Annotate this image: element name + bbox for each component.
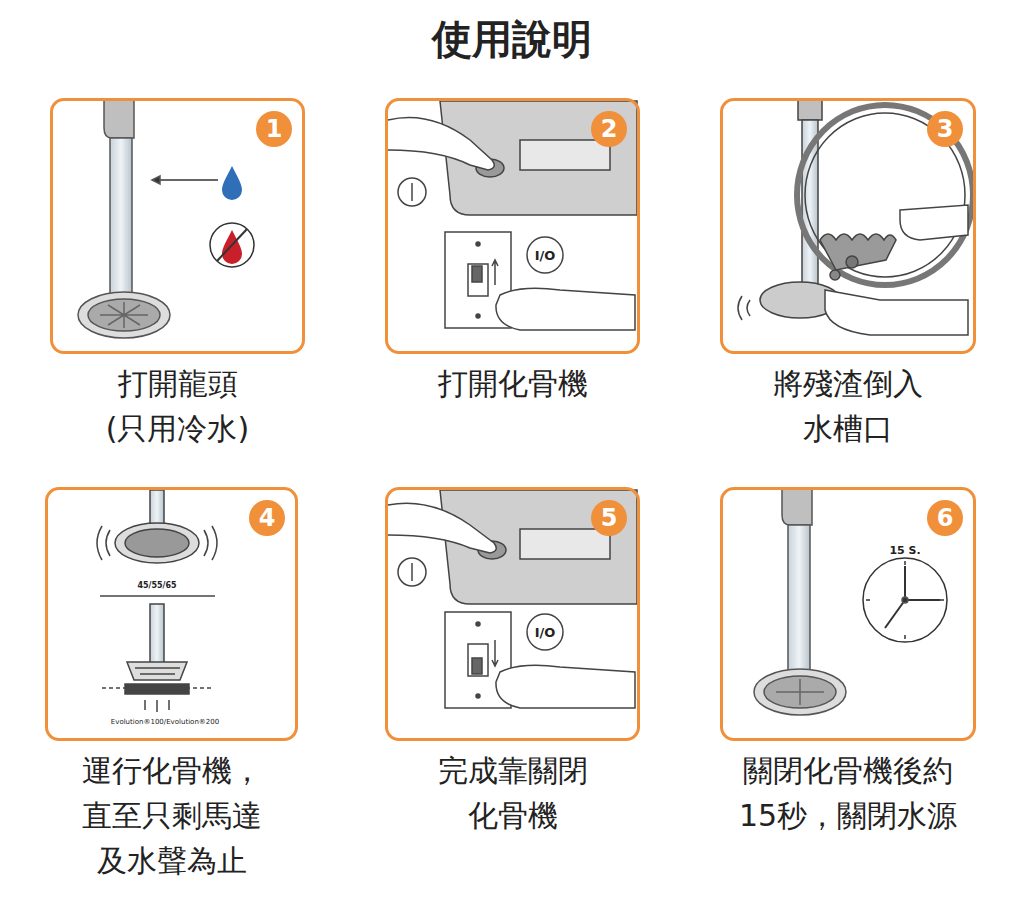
step-panel: 將殘渣倒入 水槽口3 <box>720 98 976 354</box>
switch-off <box>388 490 637 708</box>
page-title: 使用說明 <box>0 12 1024 67</box>
step-number: 4 <box>249 500 285 536</box>
step-number: 6 <box>927 500 963 536</box>
step-caption: 打開龍頭 (只用冷水) <box>73 361 283 451</box>
step-number: 2 <box>591 111 627 147</box>
illustration-label: I/O <box>535 248 556 263</box>
step-caption: 將殘渣倒入 水槽口 <box>753 361 943 451</box>
faucet-water <box>78 101 254 338</box>
scraping-waste <box>738 101 973 335</box>
step-panel: 關閉化骨機後約 15秒，關閉水源6 <box>720 487 976 741</box>
step-caption: 完成靠關閉 化骨機 <box>425 748 600 838</box>
illustration-label: 45/55/65 <box>137 581 176 590</box>
running-disposer <box>97 490 217 712</box>
step-number: 5 <box>591 500 627 536</box>
step-caption: 打開化骨機 <box>413 361 613 406</box>
faucet-clock <box>754 490 947 715</box>
step-number: 3 <box>927 111 963 147</box>
callout-number: 6 <box>937 504 954 532</box>
illustration-label: Evolution®100/Evolution®200 <box>111 718 219 726</box>
step-panel: 打開化骨機2 <box>385 98 640 354</box>
step-caption: 運行化骨機， 直至只剩馬達 及水聲為止 <box>69 748 274 883</box>
step-number: 1 <box>256 111 292 147</box>
callout-number: 3 <box>937 115 954 143</box>
illustration-label: 15 S. <box>889 544 920 557</box>
callout-number: 1 <box>266 115 283 143</box>
step-panel: 運行化骨機， 直至只剩馬達 及水聲為止4 <box>45 487 298 741</box>
callout-number: 5 <box>601 504 618 532</box>
callout-number: 2 <box>601 115 618 143</box>
callout-number: 4 <box>259 504 276 532</box>
step-panel: 打開龍頭 (只用冷水)1 <box>50 98 305 354</box>
step-caption: 關閉化骨機後約 15秒，關閉水源 <box>728 748 968 838</box>
illustration-label: I/O <box>535 625 556 640</box>
switch-on <box>388 101 637 330</box>
step-panel: 完成靠關閉 化骨機5 <box>385 487 640 741</box>
